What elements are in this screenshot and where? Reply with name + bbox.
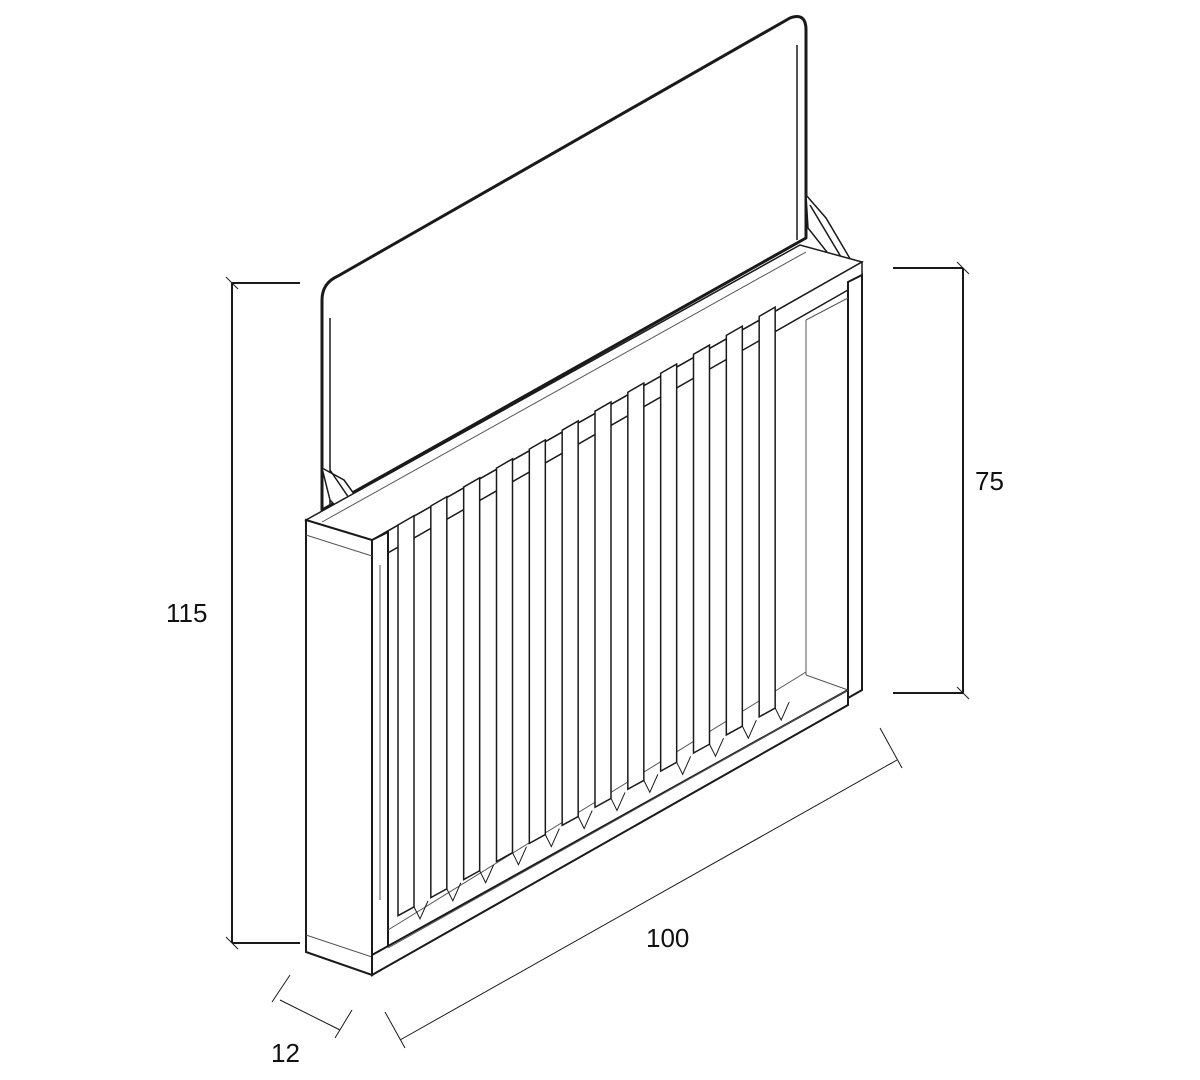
rack-slat (692, 343, 711, 755)
rack-slat-fold (709, 738, 724, 758)
rack-slat (528, 438, 547, 845)
rack-slat (725, 324, 744, 737)
rack-slat-fold (610, 792, 626, 812)
rack-slat-fold (643, 774, 659, 794)
dimension-total-height (225, 276, 300, 950)
rack-slat (430, 495, 448, 899)
rack-slat (659, 362, 678, 773)
right-end-panel (805, 273, 863, 700)
rack-bottom (371, 671, 849, 977)
sign-panel-face (320, 15, 808, 512)
rack-slat (627, 381, 645, 791)
dimension-rack-height (893, 261, 970, 700)
sign-panel (320, 15, 808, 512)
rack-slat-fold (577, 810, 593, 830)
left-end-panel-front (305, 518, 373, 977)
depth-label: 12 (271, 1038, 300, 1068)
rack-slat (758, 305, 776, 719)
rack-slat-fold (446, 882, 462, 902)
rack-slat-fold (676, 756, 692, 776)
width-label: 100 (646, 923, 690, 953)
rack-slat (462, 476, 481, 881)
left-end-panel (305, 518, 389, 977)
rack-slat-fold (544, 828, 560, 848)
rack-slat (495, 457, 514, 863)
rack-height-label: 75 (975, 466, 1004, 496)
rack-slat-fold (774, 701, 790, 722)
rack-slat (594, 400, 612, 809)
rack-slat-fold (741, 719, 757, 740)
dimension-width (384, 727, 903, 1049)
rack-slat (397, 514, 415, 917)
rack-slat-fold (512, 846, 527, 866)
rack-slats (397, 305, 790, 921)
total-height-label: 115 (166, 598, 208, 628)
rack-slat (561, 419, 579, 827)
rack-slat-fold (479, 864, 495, 884)
dimension-depth (271, 974, 353, 1039)
dimension-lines (225, 261, 970, 1049)
rack-slat-fold (413, 900, 429, 921)
